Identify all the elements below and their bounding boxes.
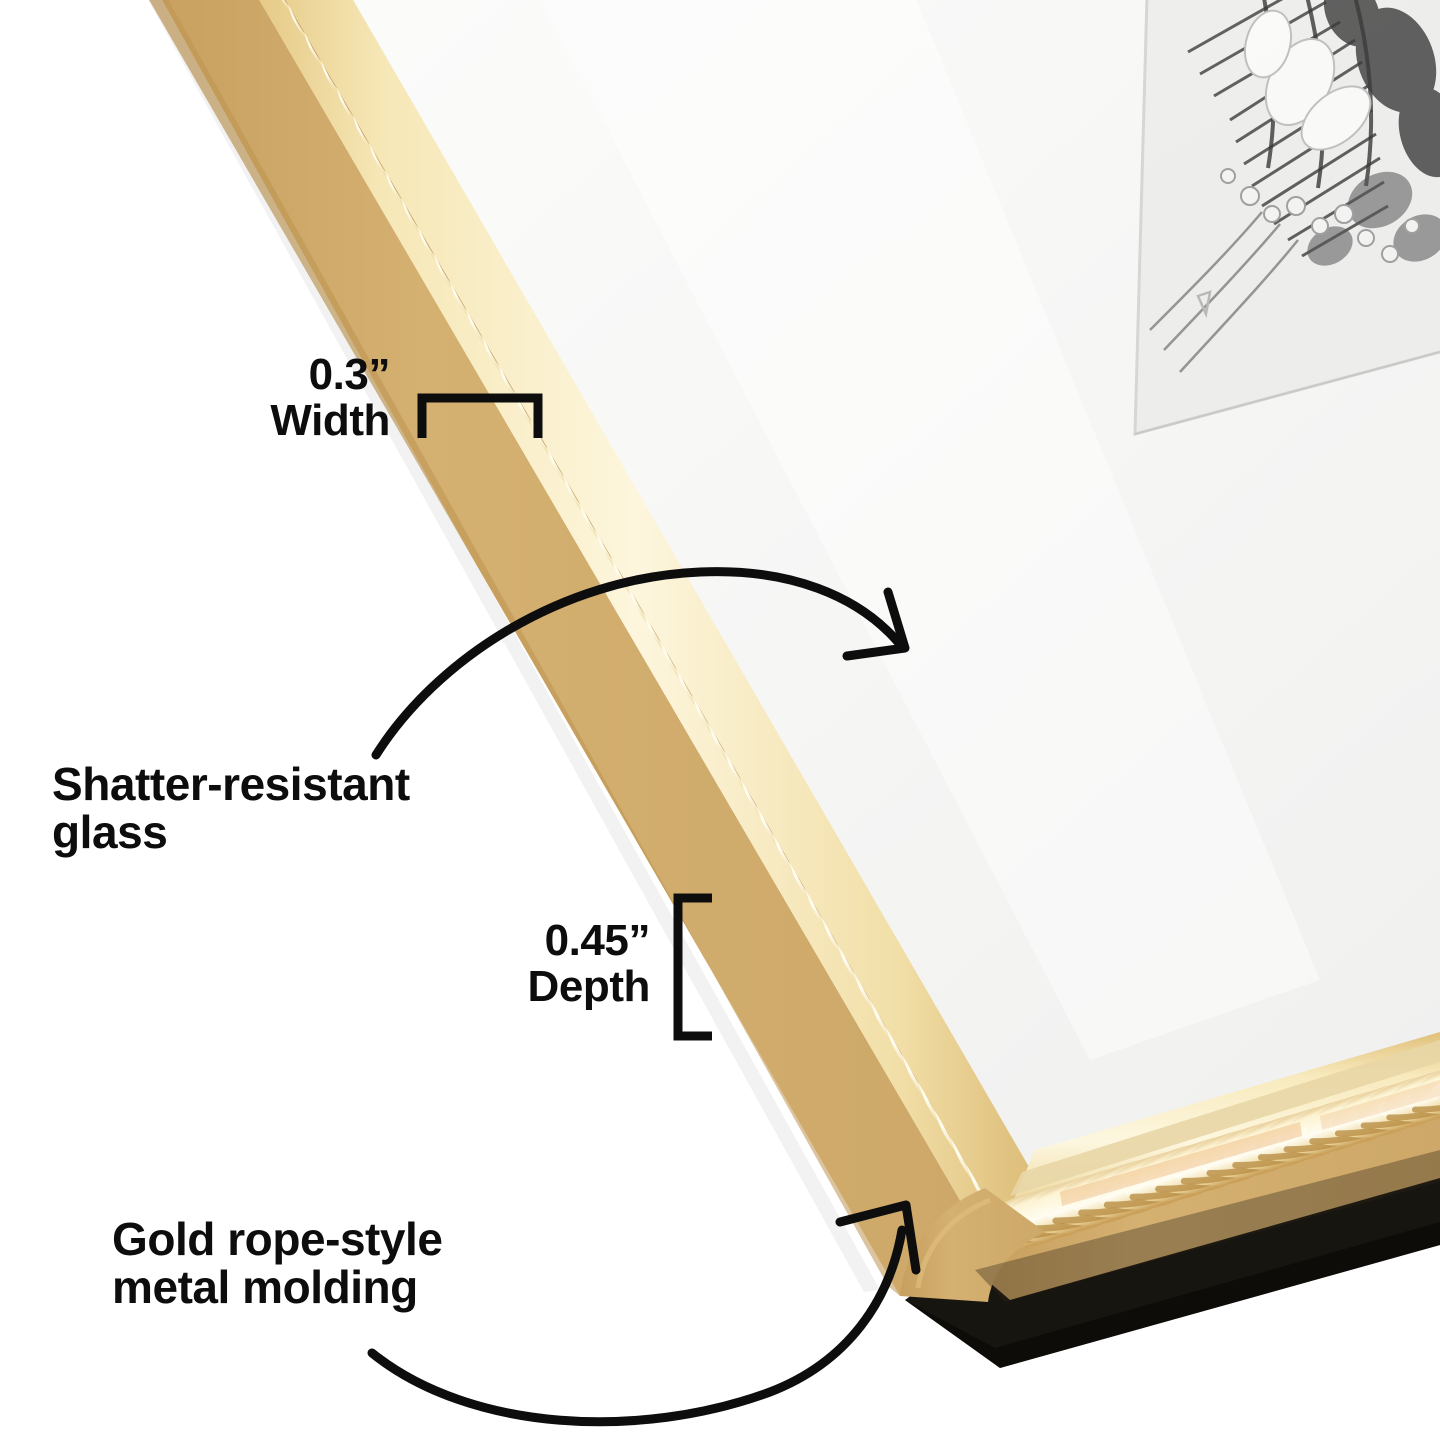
photo-print [1133, 0, 1440, 436]
molding-arrow-head [835, 1200, 921, 1275]
shatter-resistant-glass-callout-text: Shatter-resistant glass [52, 758, 410, 859]
glass-arrow-head [842, 587, 910, 661]
depth-callout-text: 0.45” Depth [527, 916, 651, 1012]
width-bracket [417, 393, 543, 438]
gold-rope-style-molding-callout-text: Gold rope-style metal molding [112, 1213, 443, 1314]
width-callout-text: 0.3” Width [270, 350, 390, 446]
rope-beads-bottom [980, 1056, 1440, 1250]
frame-left-rope-band [259, 0, 1040, 1226]
frame-bottom-inner-lip [1010, 1040, 1440, 1196]
molding-arrow-curve [367, 1225, 907, 1427]
depth-bracket [673, 893, 712, 1041]
frame-corner-cap [900, 1188, 1045, 1302]
frame-left-flat-face [149, 0, 975, 1296]
glass-arrow-curve [371, 567, 903, 760]
